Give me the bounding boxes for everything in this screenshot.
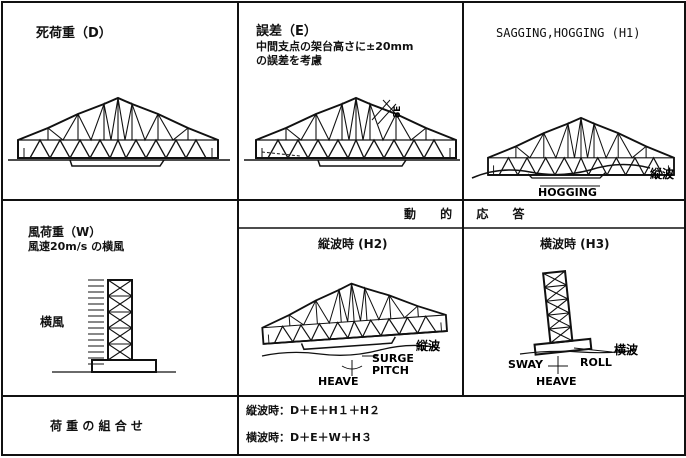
wind-label: 横風 <box>40 315 65 329</box>
dead-load-bridge <box>8 97 230 167</box>
error-description-line2: の誤差を考慮 <box>256 54 322 67</box>
wind-title: 風荷重（W） <box>28 225 102 239</box>
transverse-heave-label: HEAVE <box>536 375 577 388</box>
hogging-label: HOGGING <box>538 186 597 199</box>
roll-label: ROLL <box>580 356 612 369</box>
surge-label: SURGE <box>372 352 414 365</box>
transverse-title: 横波時 (H3) <box>540 237 610 251</box>
error-description-line1: 中間支点の架台高さに±20mm <box>256 40 414 53</box>
longitudinal-title: 縦波時 (H2) <box>318 237 388 251</box>
combination-longitudinal: 縦波時：D＋E＋H１＋H２ <box>246 404 381 417</box>
error-bridge: δE <box>244 97 460 167</box>
hogging-bridge: 縦波 HOGGING <box>471 116 675 199</box>
combination-transverse: 横波時：D＋E＋W＋H３ <box>246 431 372 444</box>
error-dim-label: δE <box>393 106 403 118</box>
hogging-wave-label: 縦波 <box>650 166 675 181</box>
sway-label: SWAY <box>508 358 544 371</box>
wind-subtitle: 風速20m/s の横風 <box>28 240 125 253</box>
transverse-wave-label: 横波 <box>614 342 639 357</box>
wind-tower <box>52 279 176 373</box>
longitudinal-wave-label: 縦波 <box>416 338 441 353</box>
pitch-label: PITCH <box>372 364 409 377</box>
dynamic-response-header: 動 的 応 答 <box>404 207 535 221</box>
longitudinal-bridge: 縦波 SURGE PITCH HEAVE <box>258 276 448 388</box>
transverse-tower: 横波 SWAY ROLL HEAVE <box>508 270 639 388</box>
error-title: 誤差（E） <box>256 24 317 39</box>
combination-label: 荷 重 の 組 合 せ <box>50 419 143 433</box>
dead-load-title: 死荷重（D） <box>36 26 112 41</box>
longitudinal-heave-label: HEAVE <box>318 375 359 388</box>
sagging-title: SAGGING,HOGGING (H1) <box>496 26 641 40</box>
